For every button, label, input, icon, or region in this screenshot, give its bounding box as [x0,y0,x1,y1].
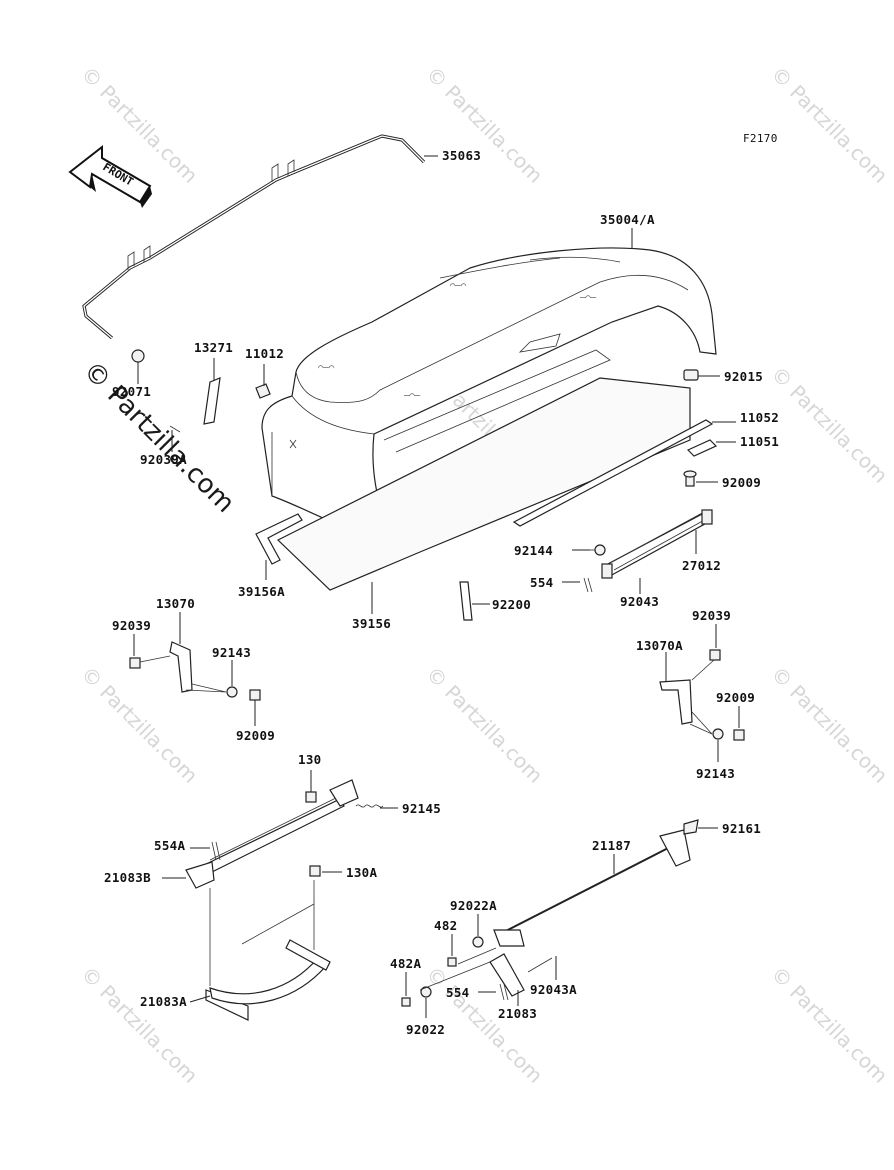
part-92144-spring [588,544,606,556]
callout-482: 482 [434,918,457,933]
logo-mark: ⌒—⌒ [318,363,335,373]
leader [209,880,315,986]
leader [689,711,713,735]
callout-11052: 11052 [740,410,779,425]
part-482A-pin [401,997,411,1007]
part-35063-rail [82,134,426,340]
part-92039-bolt [691,649,721,681]
callout-92022A: 92022A [450,898,497,913]
callout-21083A: 21083A [140,994,187,1009]
part-11051-bracket [686,439,718,457]
watermark: © Partzilla.com [76,962,202,1088]
part-13070-bracket [169,641,193,693]
callout-92015: 92015 [724,369,763,384]
part-92022A-washer [472,936,484,948]
callout-13271: 13271 [194,340,233,355]
part-21083B-latch-rod [185,779,359,889]
part-13070A-bracket [659,679,693,725]
figure-code: F2170 [743,132,778,145]
part-130-bolt [305,791,317,803]
callout-482A: 482A [390,956,421,971]
callout-92022: 92022 [406,1022,445,1037]
callout-92200: 92200 [492,597,531,612]
logo-mark: —⌒— [404,391,421,401]
watermark: © Partzilla.com [766,362,892,488]
callout-92071: 92071 [112,384,151,399]
callout-21083B: 21083B [104,870,151,885]
part-39156-floorboard [276,377,691,591]
callout-92143: 92143 [696,766,735,781]
part-92145-spring [355,804,384,808]
part-21083A-lever [205,939,331,1021]
watermark: © Partzilla.com [766,662,892,788]
callout-554: 554 [530,575,553,590]
part-92071-washer [131,349,145,363]
callout-21083: 21083 [498,1006,537,1021]
part-92039-bolt [129,655,171,669]
callout-11012: 11012 [245,346,284,361]
callout-13070A: 13070A [636,638,683,653]
part-11012-block [255,383,271,399]
part-21083-lever [489,929,525,997]
callout-35063: 35063 [442,148,481,163]
callout-39156A: 39156A [238,584,285,599]
part-92143-washer [226,686,238,698]
logo-mark: ⌒—⌒ [450,281,467,291]
callout-27012: 27012 [682,558,721,573]
part-92200-link [459,581,473,621]
callout-92009: 92009 [716,690,755,705]
part-554-cotter-pin [499,983,509,1001]
part-92143-washer [712,728,724,740]
part-92009-bolt [249,689,261,701]
leader [419,947,497,991]
callout-92043A: 92043A [530,982,577,997]
part-554A-cotter-pin [211,841,221,861]
part-39156A-strip [255,513,303,565]
callout-92145: 92145 [402,801,441,816]
callout-554A: 554A [154,838,185,853]
callout-92009: 92009 [236,728,275,743]
part-130A-bolt [309,865,321,877]
watermark: © Partzilla.com [766,62,892,188]
callout-92039: 92039 [112,618,151,633]
callout-92009: 92009 [722,475,761,490]
callout-92143: 92143 [212,645,251,660]
callout-92039: 92039 [692,608,731,623]
part-482-pin [447,957,457,967]
part-13271-hinge [203,377,221,425]
leader [189,995,211,1003]
callout-11051: 11051 [740,434,779,449]
part-21187-rod [499,819,699,935]
watermark: © Partzilla.com [421,662,547,788]
callout-92161: 92161 [722,821,761,836]
part-92009-bolt [683,470,697,487]
logo-mark: —⌒— [580,293,597,303]
callout-130: 130 [298,752,321,767]
part-554-cotter-pin [583,577,593,593]
part-11052-strip [512,419,714,527]
callout-554: 554 [446,985,469,1000]
callout-92144: 92144 [514,543,553,558]
callout-35004A: 35004/A [600,212,655,227]
callout-130A: 130A [346,865,377,880]
watermark: © Partzilla.com [421,62,547,188]
watermarks: © Partzilla.com © Partzilla.com © Partzi… [76,62,892,1088]
part-92009-bolt [733,729,745,741]
part-92022-washer [420,986,432,998]
callout-21187: 21187 [592,838,631,853]
callout-92039A: 92039A [140,452,187,467]
callout-92043: 92043 [620,594,659,609]
watermark: © Partzilla.com [766,962,892,1088]
part-92043A-pin [527,957,553,973]
front-arrow-icon: FRONT [68,144,152,208]
part-27012-stay [601,509,713,579]
callout-39156: 39156 [352,616,391,631]
leader [185,683,227,693]
part-92039A-screw [169,425,181,433]
callout-13070: 13070 [156,596,195,611]
part-92015 [683,369,699,381]
